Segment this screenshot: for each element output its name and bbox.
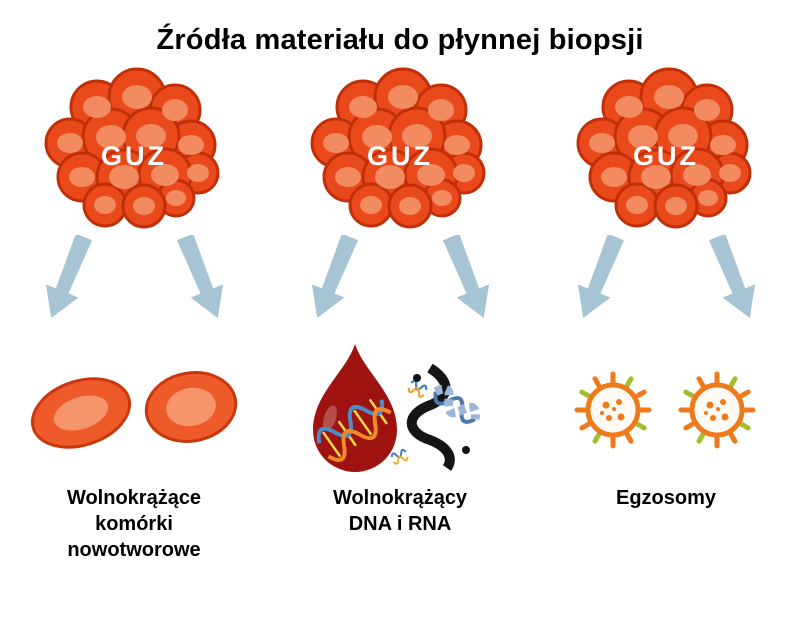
tumor-label: GUZ [101, 141, 167, 171]
down-arrows-icon [27, 235, 242, 337]
ctc-cells-icon [19, 355, 249, 465]
tumor-icon: GUZ [300, 65, 500, 235]
figure-exosomes [551, 339, 781, 481]
down-arrows-icon [559, 235, 774, 337]
figure-dna-rna [280, 339, 520, 481]
exosomes-icon [551, 355, 781, 465]
column-exosomes: GUZ Egzosomy [533, 61, 799, 563]
column-ctc: GUZ Wolnokrążące komórki nowotworowe [1, 61, 267, 563]
blood-drop-dna-icon [280, 340, 520, 480]
caption-exosomes: Egzosomy [615, 487, 717, 509]
tumor-icon: GUZ [34, 65, 234, 235]
diagram-title: Źródła materiału do płynnej biopsji [156, 24, 644, 56]
figure-ctc [19, 339, 249, 481]
tumor-label: GUZ [367, 141, 433, 171]
down-arrows-icon [293, 235, 508, 337]
column-dna-rna: GUZ Wolnokrążący DNA i RNA [267, 61, 533, 563]
caption-ctc: Wolnokrążące komórki nowotworowe [66, 487, 202, 561]
tumor-icon: GUZ [566, 65, 766, 235]
tumor-label: GUZ [633, 141, 699, 171]
caption-dna-rna: Wolnokrążący DNA i RNA [332, 487, 468, 535]
columns-row: GUZ Wolnokrążące komórki nowotworowe GUZ [1, 61, 799, 563]
